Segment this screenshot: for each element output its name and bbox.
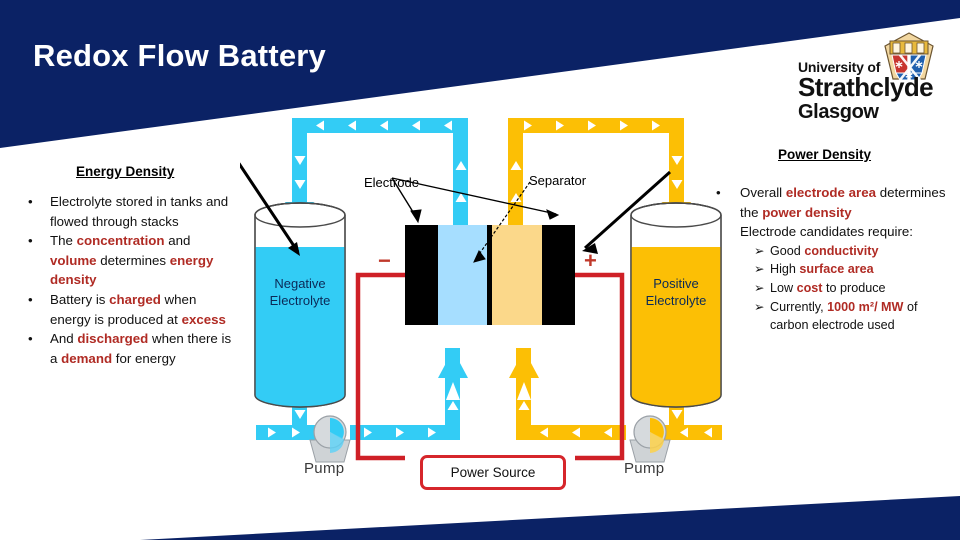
highlight-text: excess [181,311,226,327]
bullet-text: The concentration and volume determines … [50,231,238,290]
highlight-text: energy density [50,252,214,288]
pump-right-icon [629,415,671,463]
logo-line-strathclyde: Strathclyde [798,72,934,102]
bullet-marker: • [716,185,721,200]
body-text: when energy is produced at [50,291,197,327]
bullet-text: And discharged when there is a demand fo… [50,329,238,368]
bullet-text: Overall electrode area determines the po… [740,183,948,222]
flow-battery-diagram: Electrode Separator Negative Electrolyte… [178,74,740,500]
sub-bullet-marker: ➢ [754,299,765,314]
body-text: determines [96,252,170,268]
sub-bullet-text: High surface area [770,260,874,279]
negative-half-cell [438,225,488,325]
highlight-text: power density [762,204,852,220]
positive-half-cell [492,225,542,325]
positive-terminal-sign: + [584,248,597,273]
body-text: Electrode candidates require: [740,224,913,240]
power-density-bullets: • Overall electrode area determines the p… [716,183,948,242]
positive-electrolyte-label: Positive Electrolyte [645,276,707,308]
page-title: Redox Flow Battery [33,38,326,73]
body-text: Good [770,243,805,258]
sub-bullet-item: ➢ Low cost to produce [754,279,948,298]
callout-leader-lines [391,177,560,263]
bullet-item: •Electrode candidates require: [716,222,948,242]
power-source-box: Power Source [420,455,566,490]
bullet-marker: • [28,331,33,347]
sub-bullet-item: ➢ Good conductivity [754,242,948,261]
sub-bullet-text: Low cost to produce [770,279,886,298]
body-text: of carbon electrode used [770,299,918,333]
body-text: determines the [740,185,946,220]
highlight-text: electrode area [785,185,876,200]
strathclyde-crest-icon [880,28,938,84]
body-text: Battery is [50,291,110,307]
energy-density-column: Energy Density • Electrolyte stored in ta… [28,164,238,368]
logo-line-glasgow: Glasgow [798,101,879,123]
bullet-marker: • [28,233,33,249]
electrical-circuit [355,272,625,461]
bullet-item: • And discharged when there is a demand f… [28,329,238,368]
negative-electrolyte-tank [254,202,346,408]
highlight-text: concentration [76,233,165,249]
bullet-item: • Electrolyte stored in tanks and flowed … [28,192,238,231]
bullet-marker: • [28,291,33,307]
negative-electrode [405,225,438,325]
body-text: Overall [740,185,786,200]
power-density-column: Power Density • Overall electrode area de… [716,147,948,335]
positive-electrode [542,225,575,325]
body-text: Currently, [770,299,828,314]
body-text: for energy [112,350,176,366]
sub-bullet-marker: ➢ [754,262,765,277]
positive-electrolyte-tank [630,202,722,408]
highlight-text: discharged [77,331,149,347]
logo-line-university: University of [798,59,881,75]
separator-label: Separator [529,173,587,188]
sub-bullet-text: Currently, 1000 m²/ MW of carbon electro… [770,298,948,335]
sub-bullet-marker: ➢ [754,243,765,258]
highlight-text: charged [109,291,161,307]
body-text: High [770,262,800,277]
energy-density-heading: Energy Density [76,164,175,179]
navy-footer-wedge [140,496,960,540]
bullet-text: Electrolyte stored in tanks and flowed t… [50,192,238,231]
body-text: Electrolyte stored in tanks and flowed t… [50,194,229,229]
sub-bullet-item: ➢ High surface area [754,260,948,279]
body-text: when there is a [50,331,232,366]
body-text: And [50,331,78,347]
bullet-item: • Battery is charged when energy is produ… [28,290,238,329]
highlight-text: demand [61,350,113,366]
sub-bullet-text: Good conductivity [770,242,879,261]
highlight-text: 1000 m²/ MW [827,299,904,314]
power-density-heading: Power Density [778,147,872,162]
bullet-text: Electrode candidates require: [740,222,948,242]
highlight-text: cost [796,280,823,295]
highlight-text: volume [50,252,97,268]
sub-bullet-marker: ➢ [754,280,765,295]
pump-left-label: Pump [304,460,345,477]
cell-stack [405,225,575,325]
diagram-svg [178,74,722,463]
bullet-marker: • [28,194,33,209]
bullet-item: • Overall electrode area determines the p… [716,183,948,222]
bullet-item: • The concentration and volume determines… [28,231,238,290]
power-density-sub-bullets: ➢ Good conductivity ➢ High surface area ➢ Low… [716,242,948,335]
body-text: The [50,233,77,249]
highlight-text: surface area [799,262,874,277]
sub-bullet-item: ➢ Currently, 1000 m²/ MW of carbon electr… [754,298,948,335]
pump-left-icon [309,415,351,463]
electrode-label: Electrode [364,175,419,190]
highlight-text: conductivity [804,243,879,258]
strathclyde-logo: University of Strathclyde Glasgow [793,28,953,123]
bullet-text: Battery is charged when energy is produc… [50,290,238,329]
body-text: to produce [822,280,886,295]
body-text: and [164,233,191,249]
body-text: Low [770,280,797,295]
energy-density-bullets: • Electrolyte stored in tanks and flowed … [28,192,238,368]
separator-membrane [487,225,492,325]
pump-right-label: Pump [624,460,665,477]
power-density-pointer [582,170,671,254]
negative-electrolyte-label: Negative Electrolyte [269,276,331,308]
negative-terminal-sign: − [378,248,391,273]
